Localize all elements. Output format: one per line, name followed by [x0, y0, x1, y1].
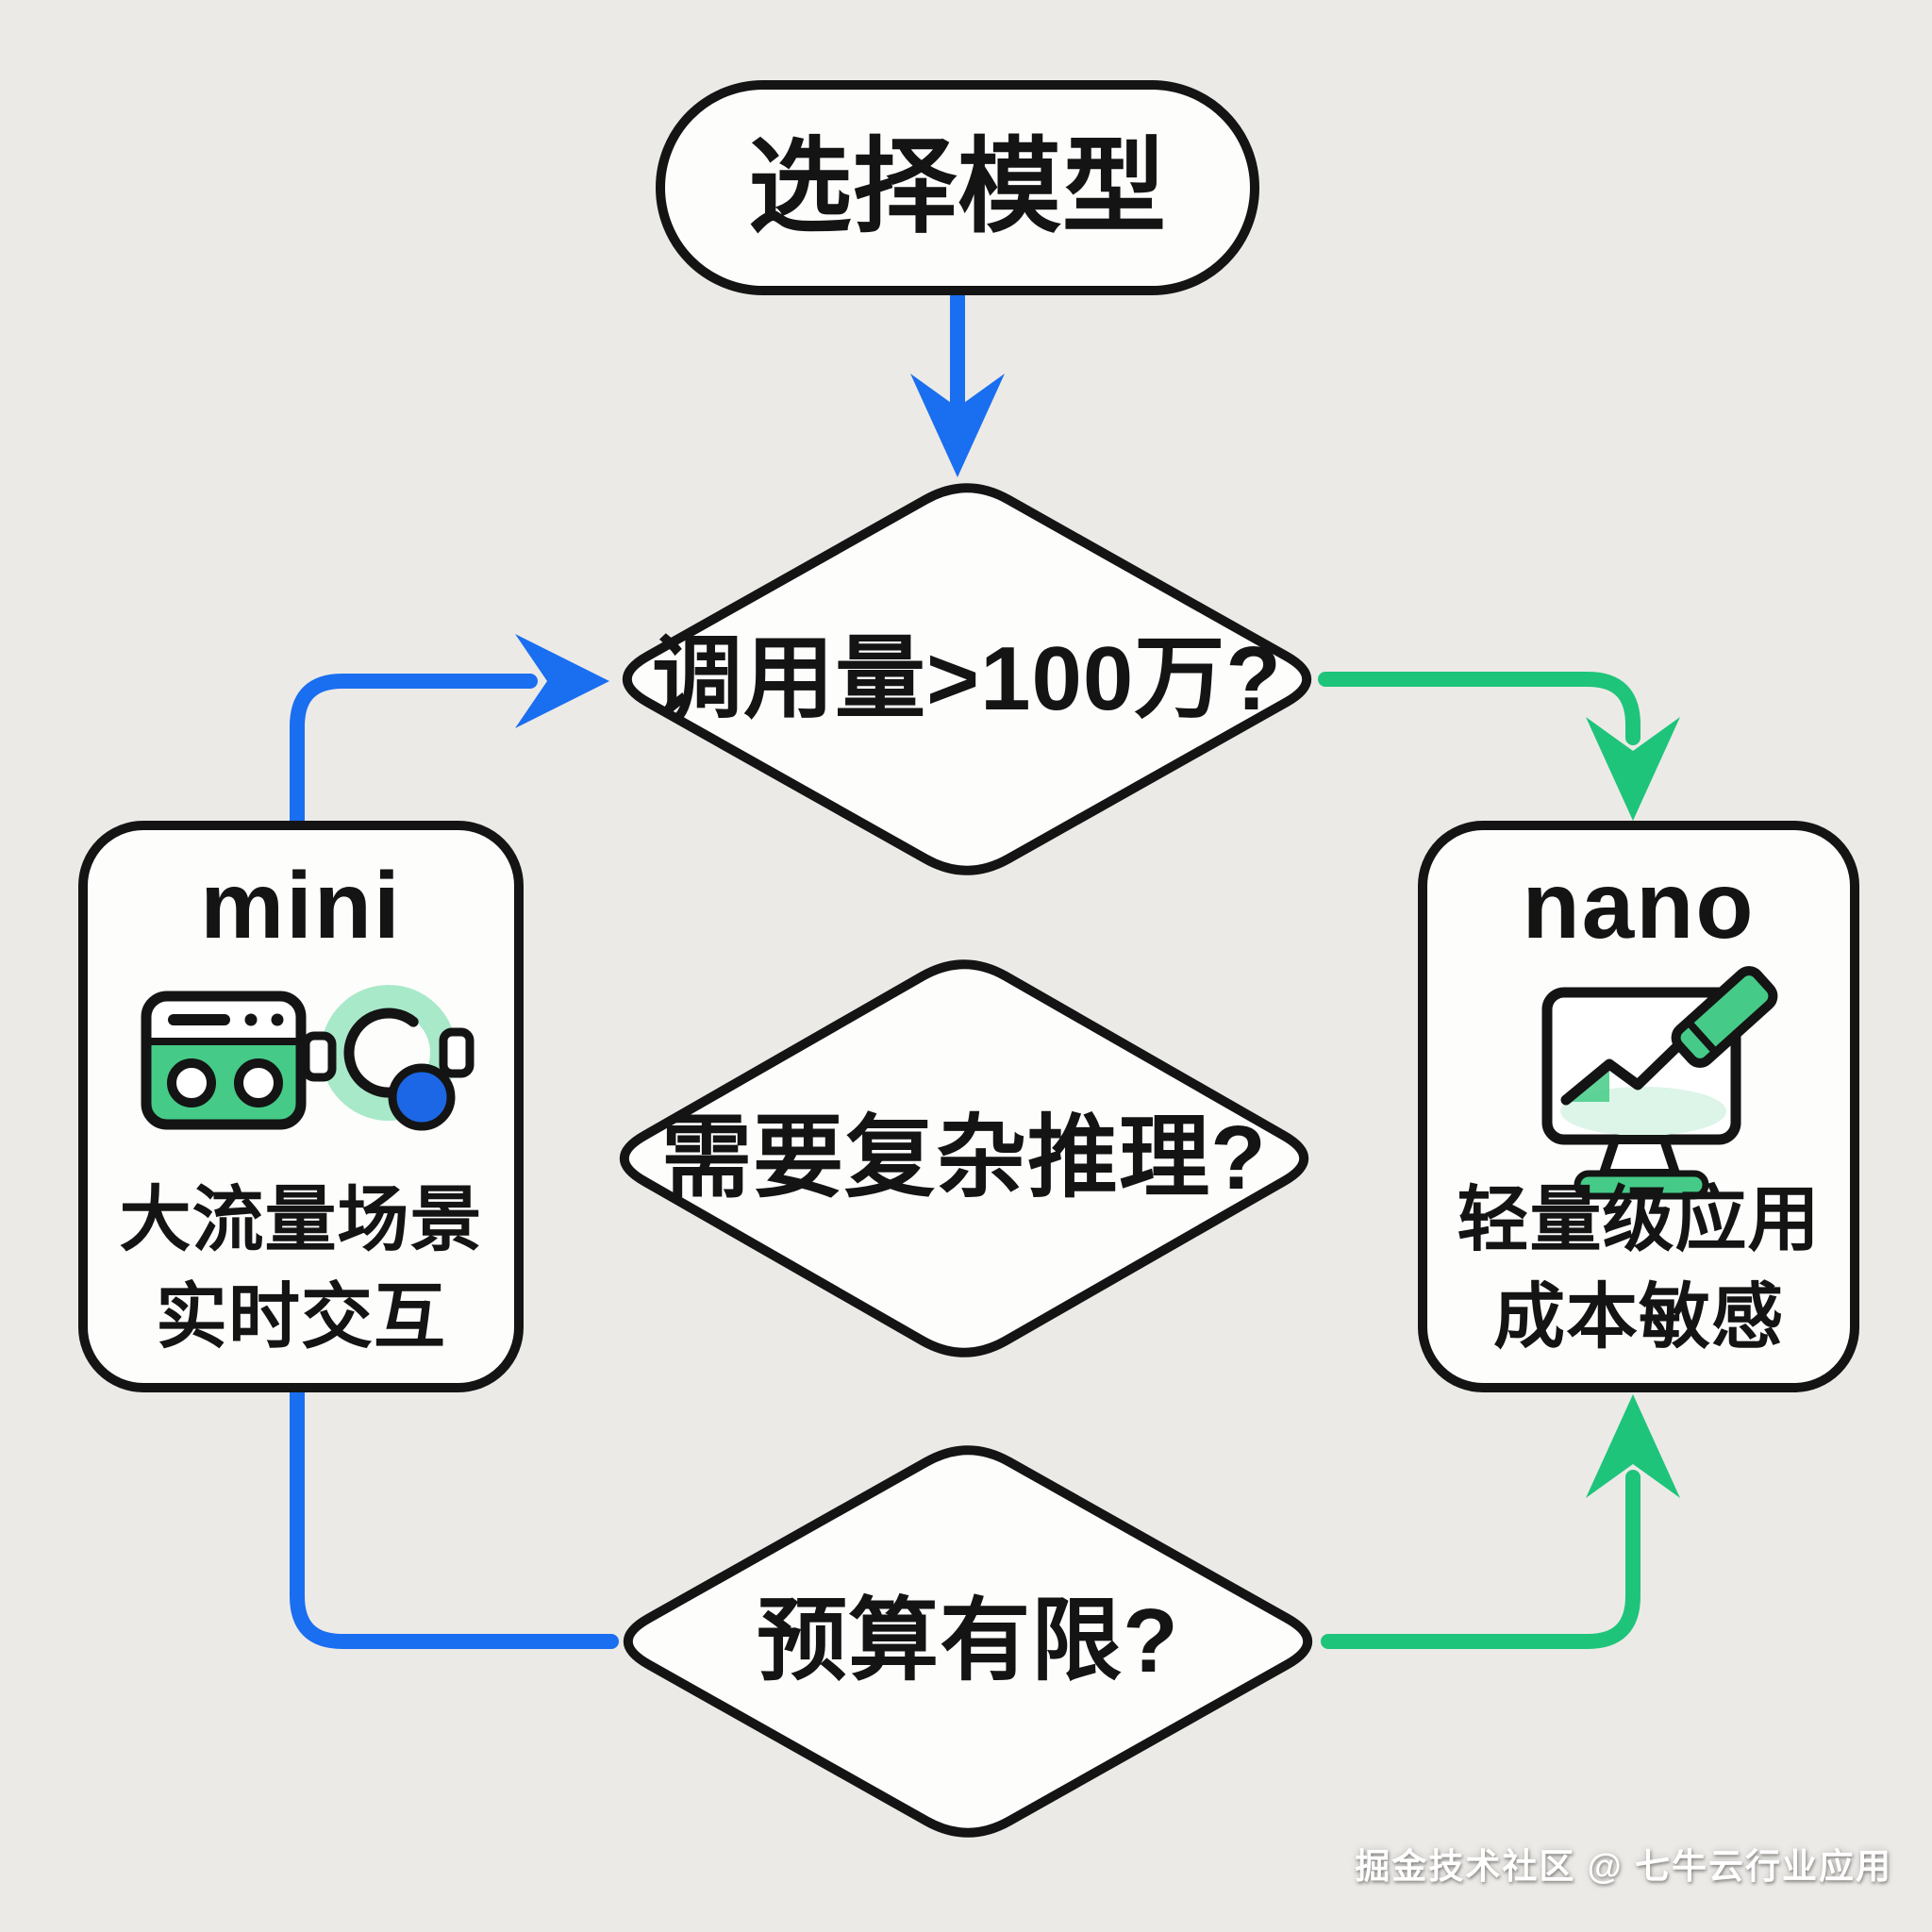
- edge-mini-to-decision1: [290, 674, 538, 838]
- start-node: [656, 80, 1259, 295]
- edge-decision3-to-nano: [1321, 1470, 1641, 1649]
- decision3-node: [623, 1445, 1313, 1838]
- server-icon: [141, 991, 307, 1130]
- arrowhead-down-nano: [1586, 717, 1680, 821]
- arrowhead-right-decision1: [515, 634, 609, 728]
- arrowhead-up-nano: [1586, 1394, 1680, 1498]
- edge-mini-to-decision3: [290, 1375, 619, 1649]
- decision1-node: [622, 483, 1312, 875]
- arrowhead-down-decision1: [910, 374, 1005, 477]
- decision2-node: [619, 959, 1309, 1357]
- chart-pen-icon: [1541, 966, 1778, 1200]
- edge-decision1-to-nano: [1318, 672, 1641, 745]
- headset-icon: [301, 985, 475, 1131]
